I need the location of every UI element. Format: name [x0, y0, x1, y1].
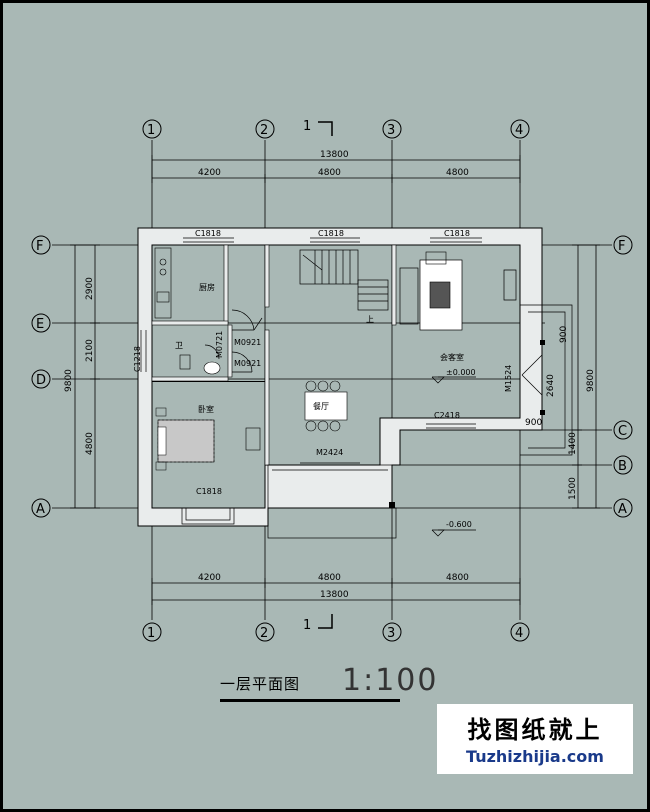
dim-right-1: 1400: [568, 432, 578, 455]
watermark-box: 找图纸就上 Tuzhizhijia.com: [437, 704, 633, 774]
axis-A-right: A: [618, 502, 627, 517]
dim-left-2: 2100: [85, 339, 95, 362]
room-living: 会客室: [440, 352, 464, 362]
dim-left-1: 2900: [85, 277, 95, 300]
room-kitchen: 厨房: [199, 282, 215, 292]
stair-up-label: 上: [366, 315, 374, 324]
axis-1-bottom: 1: [147, 626, 155, 641]
balcony-dimensions: 900 2640 900: [525, 326, 569, 428]
dim-span-2-top: 4800: [318, 168, 341, 178]
axis-4-top: 4: [515, 123, 523, 138]
furniture: [154, 247, 517, 471]
drawing-title-block: 一层平面图 1:100: [220, 663, 436, 703]
dim-balcony-depth: 2640: [546, 374, 556, 397]
label-door-bath-2: M0921: [234, 338, 261, 347]
axis-D-left: D: [36, 373, 46, 388]
room-labels: 厨房 卫 卧室 餐厅 会客室: [175, 282, 464, 414]
axis-3-bottom: 3: [387, 626, 395, 641]
opening-labels: C1818 C1818 C1818 C1218 C1818 C2418 M072…: [133, 229, 513, 496]
axis-3-top: 3: [387, 123, 395, 138]
right-dimensions: 1400 1500 9800: [568, 244, 600, 509]
label-door-main: M2424: [316, 448, 343, 457]
label-window-top-3: C1818: [444, 229, 470, 238]
axis-F-right: F: [618, 239, 625, 254]
dim-span-1-top: 4200: [198, 168, 221, 178]
drawing-title: 一层平面图: [220, 675, 301, 693]
dim-left-total: 9800: [64, 369, 74, 392]
bottom-dimensions: 4200 4800 4800 13800: [151, 573, 521, 605]
doors: [204, 309, 543, 464]
title-underline: [220, 699, 400, 702]
label-door-bath-1: M0721: [215, 331, 224, 358]
dim-span-2-bottom: 4800: [318, 573, 341, 583]
dim-right-total: 9800: [586, 369, 596, 392]
section-marks: 1 1: [303, 119, 333, 633]
section-mark-top: 1: [303, 119, 311, 134]
axis-1-top: 1: [147, 123, 155, 138]
label-window-left: C1218: [133, 346, 142, 372]
label-window-top-2: C1818: [318, 229, 344, 238]
dim-balcony-width: 900: [559, 326, 569, 343]
level-floor: ±0.000: [446, 368, 476, 377]
dim-span-3-top: 4800: [446, 168, 469, 178]
windows: [140, 237, 482, 429]
left-dimensions: 2900 2100 4800 9800: [64, 244, 100, 509]
axis-bubbles: 1 2 3 4 1 2 3 4 F E D A F C B A: [31, 119, 633, 642]
label-window-top-1: C1818: [195, 229, 221, 238]
dim-total-bottom: 13800: [320, 590, 349, 600]
drawing-scale: 1:100: [342, 663, 439, 698]
watermark-url: Tuzhizhijia.com: [466, 747, 604, 766]
axis-C-right: C: [618, 424, 627, 439]
axis-A-left: A: [36, 502, 45, 517]
watermark-chinese: 找图纸就上: [467, 716, 603, 744]
axis-4-bottom: 4: [515, 626, 523, 641]
room-bedroom: 卧室: [198, 404, 214, 414]
section-mark-bottom: 1: [303, 618, 311, 633]
label-window-living: C2418: [434, 411, 460, 420]
dim-left-3: 4800: [85, 432, 95, 455]
room-dining: 餐厅: [313, 402, 329, 411]
room-bathroom: 卫: [175, 341, 183, 350]
walls: [137, 227, 573, 539]
label-door-bed: M0921: [234, 359, 261, 368]
axis-E-left: E: [36, 317, 44, 332]
axis-2-top: 2: [260, 123, 268, 138]
dim-total-top: 13800: [320, 150, 349, 160]
label-window-bottom: C1818: [196, 487, 222, 496]
axis-F-left: F: [36, 239, 43, 254]
level-outside: -0.600: [446, 520, 472, 529]
dim-span-3-bottom: 4800: [446, 573, 469, 583]
dim-right-2: 1500: [568, 477, 578, 500]
label-door-side: M1524: [504, 365, 513, 392]
axis-2-bottom: 2: [260, 626, 268, 641]
dim-span-1-bottom: 4200: [198, 573, 221, 583]
level-marks: ±0.000 -0.600: [431, 368, 476, 537]
dim-balcony-small: 900: [525, 418, 542, 428]
staircase: 上: [299, 249, 389, 324]
top-dimensions: 13800 4200 4800 4800: [151, 150, 521, 183]
axis-B-right: B: [618, 459, 627, 474]
